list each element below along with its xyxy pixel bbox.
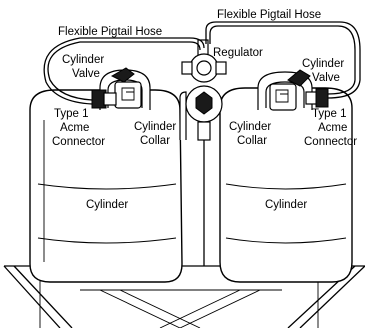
cylinder-right-label: Cylinder [265,199,307,211]
valve-right-label-2: Valve [312,72,340,84]
valve-right-label-1: Cylinder [302,58,344,70]
regulator [181,39,227,266]
collar-right-label-1: Cylinder [229,121,271,133]
left-acme-connector [91,89,117,109]
acme-left-label-2: Acme [60,122,89,134]
valve-left-label-1: Cylinder [62,54,104,66]
valve-left-label-2: Valve [72,68,100,80]
acme-right-label-3: Connector [304,136,357,148]
right-cylinder [219,87,353,283]
collar-left-label-1: Cylinder [134,121,176,133]
acme-left-label-1: Type 1 [54,108,89,120]
regulator-label: Regulator [213,47,263,59]
hose-left-label: Flexible Pigtail Hose [58,26,162,38]
label-hose-right: Flexible Pigtail Hose [217,9,321,21]
right-pigtail-hose [205,21,361,99]
left-cylinder [29,89,183,283]
right-acme-connector [305,88,329,108]
collar-left-label-2: Collar [140,135,170,147]
acme-right-label-2: Acme [318,122,347,134]
label-hose-left: Flexible Pigtail Hose [58,26,162,38]
hose-right-label: Flexible Pigtail Hose [217,9,321,21]
cylinder-left-label: Cylinder [86,199,128,211]
acme-right-label-1: Type 1 [312,108,347,120]
right-cylinder-valve [269,69,311,111]
left-pigtail-hose [43,37,205,105]
left-support-pipe [179,91,187,140]
acme-left-label-3: Connector [52,136,105,148]
collar-right-label-2: Collar [237,135,267,147]
